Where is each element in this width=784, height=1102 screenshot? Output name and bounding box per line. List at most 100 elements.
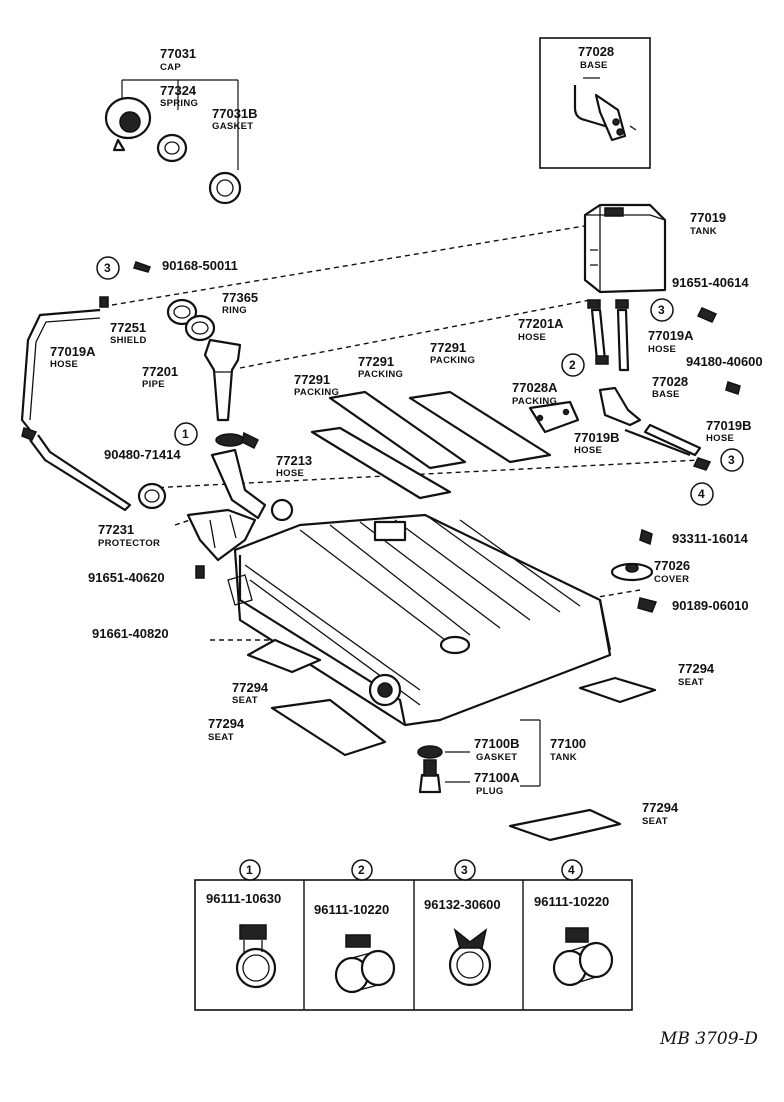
label-90168-number: 90168-50011 [162,258,238,273]
label-77294-a-number: 77294 [232,680,269,695]
label-77291-a-number: 77291 [358,354,394,369]
label-77291-a-name: PACKING [358,369,403,380]
cover-assembly [610,528,658,613]
label-77100-name: TANK [550,752,577,763]
marker-4-text: 4 [698,487,705,501]
marker-3-left-icon [96,256,120,280]
label-77294-c-name: SEAT [208,732,234,743]
drawing-reference: MB 3709-D [659,1029,758,1049]
label-77365-number: 77365 [222,290,258,305]
label-77019b-left-number: 77019B [574,430,620,445]
right-hose-assembly [528,299,741,471]
label-77291-c-name: PACKING [294,387,339,398]
label-93311-number: 93311-16014 [672,531,749,546]
label-77019a-left-number: 77019A [50,344,96,359]
main-fuel-tank [227,513,612,727]
seats [246,638,657,842]
packings [310,390,552,500]
label-94180-number: 94180-40600 [686,354,763,369]
label-77026-number: 77026 [654,558,690,573]
clamp-1-part-number: 96111-10630 [206,891,281,906]
label-77019b-right-name: HOSE [706,433,734,444]
label-77291-b-number: 77291 [430,340,466,355]
label-77026-name: COVER [654,574,689,585]
clamp-2-marker-text: 2 [358,863,365,877]
label-77251-name: SHIELD [110,335,147,346]
inset-box-77028 [539,37,651,169]
label-77028-mid-name: BASE [652,389,680,400]
label-77294-d-number: 77294 [642,800,679,815]
reservoir-tank [583,203,667,294]
label-77294-c-number: 77294 [208,716,245,731]
label-90480-number: 90480-71414 [104,447,181,462]
label-77019a-left-name: HOSE [50,359,78,370]
circle-markers: 3 1 2 3 3 4 [96,256,744,506]
clamp-4-part-number: 96111-10220 [534,894,609,909]
clamp-3-marker-text: 3 [461,863,468,877]
label-77291-b-name: PACKING [430,355,475,366]
label-77019b-left-name: HOSE [574,445,602,456]
label-77019b-right-number: 77019B [706,418,752,433]
label-77294-a-name: SEAT [232,695,258,706]
label-91651-40614-number: 91651-40614 [672,275,749,290]
label-77019a-right-name: HOSE [648,344,676,355]
label-77251-number: 77251 [110,320,146,335]
label-77100-number: 77100 [550,736,586,751]
clamp-1-marker-text: 1 [246,863,253,877]
label-77031-name: CAP [160,62,181,73]
label-77324-number: 77324 [160,83,197,98]
label-77213-number: 77213 [276,453,312,468]
filler-pipe-assembly [166,298,242,422]
marker-2-text: 2 [569,358,576,372]
label-77019-number: 77019 [690,210,726,225]
clamp-1-marker-icon [239,859,261,881]
drain-plug-assembly [417,719,541,794]
clamp-4-marker-text: 4 [568,863,575,877]
clamp-table: 1 96111-10630 2 96111-10220 3 96132-3060… [194,859,633,1011]
label-77231-number: 77231 [98,522,134,537]
label-77201a-number: 77201A [518,316,564,331]
label-77031b-number: 77031B [212,106,258,121]
marker-3-mid-icon [650,298,674,322]
label-77291-c-number: 77291 [294,372,330,387]
clamp-icon [235,924,277,989]
clamp-2-marker-icon [351,859,373,881]
label-77213-name: HOSE [276,468,304,479]
label-77365-name: RING [222,305,247,316]
clamp-2-part-number: 96111-10220 [314,902,389,917]
label-77031b-name: GASKET [212,121,253,132]
label-90189-number: 90189-06010 [672,598,749,613]
label-77294-d-name: SEAT [642,816,668,827]
marker-4-icon [690,482,714,506]
label-77028a-number: 77028A [512,380,558,395]
clamp-4-marker-icon [561,859,583,881]
label-77294-b-number: 77294 [678,661,715,676]
left-hose-assembly [20,261,151,512]
marker-3-left-text: 3 [104,261,111,275]
label-77324-name: SPRING [160,98,198,109]
label-77100a-name: PLUG [476,786,504,797]
clamp-icon [334,934,396,994]
label-77028-top-name: BASE [580,60,608,71]
label-77100a-number: 77100A [474,770,520,785]
label-77028a-name: PACKING [512,396,557,407]
label-77201-number: 77201 [142,364,178,379]
label-77028-mid-number: 77028 [652,374,688,389]
label-77019-name: TANK [690,226,717,237]
marker-2-icon [561,353,585,377]
clamp-3-part-number: 96132-30600 [424,897,501,912]
marker-3-right-text: 3 [728,453,735,467]
clamp-3-marker-icon [454,859,476,881]
protector-bracket [186,508,257,579]
label-91651-40620-number: 91651-40620 [88,570,165,585]
label-77100b-name: GASKET [476,752,517,763]
marker-1-text: 1 [182,427,189,441]
clamp-icon [448,927,492,987]
label-77294-b-name: SEAT [678,677,704,688]
label-77031-number: 77031 [160,46,196,61]
label-77201-name: PIPE [142,379,165,390]
label-77231-name: PROTECTOR [98,538,160,549]
label-77028-top-number: 77028 [578,44,614,59]
label-91661-number: 91661-40820 [92,626,169,641]
hose-77213-assembly [137,431,294,522]
